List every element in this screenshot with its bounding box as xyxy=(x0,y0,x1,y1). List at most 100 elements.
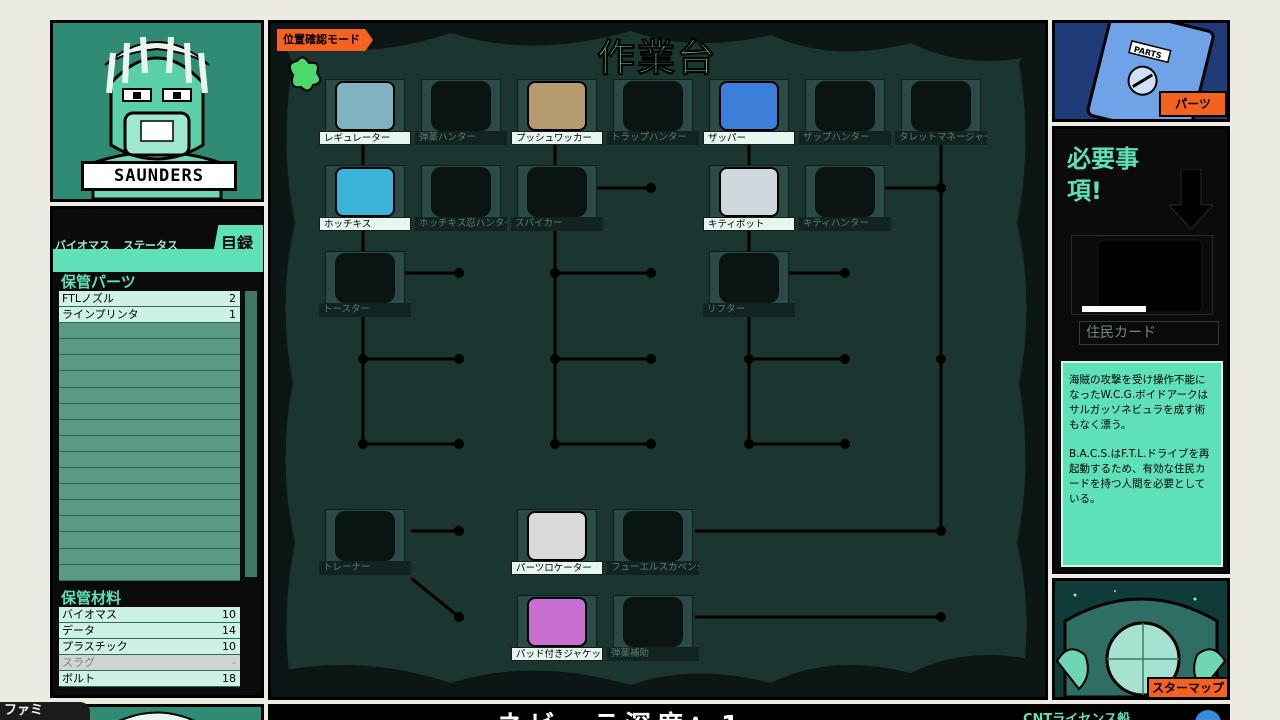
gadget-icon xyxy=(335,167,395,217)
down-arrow-icon xyxy=(1169,169,1213,229)
tech-node-label: トラップハンター xyxy=(607,131,699,145)
empty-part-slot xyxy=(59,419,240,436)
gadget-icon xyxy=(527,81,587,131)
tech-node[interactable]: トースター xyxy=(319,251,411,317)
tech-node[interactable]: パーツロケーター xyxy=(511,509,603,575)
tech-node-label: ザッパー xyxy=(703,131,795,145)
tech-node[interactable]: 弾薬ハンター xyxy=(415,79,507,145)
locked-gadget-silhouette-icon xyxy=(911,81,971,131)
parts-scrollbar[interactable] xyxy=(245,291,257,577)
locked-gadget-silhouette-icon xyxy=(623,597,683,647)
tech-node-label: タレットマネージャー xyxy=(895,131,987,145)
material-name: プラスチック xyxy=(62,640,128,654)
tech-node[interactable]: ザッパー xyxy=(703,79,795,145)
part-count: 1 xyxy=(229,308,236,322)
resident-card-icon xyxy=(1082,239,1203,313)
tech-node-label: フューエルスカベンジャ xyxy=(607,561,699,575)
tab-status[interactable]: ステータス xyxy=(123,239,178,252)
empty-part-slot xyxy=(59,532,240,549)
locked-gadget-silhouette-icon xyxy=(623,511,683,561)
material-count: - xyxy=(232,656,236,670)
tech-node[interactable]: ホッチキス xyxy=(319,165,411,231)
empty-part-slot xyxy=(59,387,240,404)
empty-part-slot xyxy=(59,500,240,517)
locked-gadget-silhouette-icon xyxy=(431,167,491,217)
tech-node[interactable]: トラップハンター xyxy=(607,79,699,145)
stored-parts-header: 保管パーツ xyxy=(61,273,136,291)
requirement-title: 必要事項! xyxy=(1067,145,1139,205)
starmap-panel[interactable]: スターマップ xyxy=(1052,578,1230,700)
empty-part-slot xyxy=(59,339,240,356)
tech-node-label: パッド付きジャケット xyxy=(511,647,603,661)
empty-part-slot xyxy=(59,548,240,565)
tech-node-label: キティハンター xyxy=(799,217,891,231)
material-count: 10 xyxy=(222,608,236,621)
tech-node[interactable]: パッド付きジャケット xyxy=(511,595,603,661)
tech-node-label: リフター xyxy=(703,303,795,317)
material-name: データ xyxy=(62,624,95,638)
tech-node[interactable]: キティボット xyxy=(703,165,795,231)
watermark-logo: ファミ通.com xyxy=(0,702,90,720)
part-name: ラインプリンタ xyxy=(62,308,139,322)
tech-node[interactable]: スパイカー xyxy=(511,165,603,231)
empty-part-slot xyxy=(59,516,240,533)
position-check-mode-button[interactable]: 位置確認モード xyxy=(277,29,373,51)
parts-panel[interactable]: PARTS パーツ xyxy=(1052,20,1230,122)
empty-part-slot xyxy=(59,564,240,581)
tech-node[interactable]: 弾薬補助 xyxy=(607,595,699,661)
gadget-icon xyxy=(719,167,779,217)
requirement-item-frame xyxy=(1071,235,1213,315)
tech-node[interactable]: トレーナー xyxy=(319,509,411,575)
locked-gadget-silhouette-icon xyxy=(431,81,491,131)
tab-biomass[interactable]: バイオマス xyxy=(55,239,110,252)
tech-node-label: スパイカー xyxy=(511,217,603,231)
empty-part-slot xyxy=(59,355,240,372)
locked-gadget-silhouette-icon xyxy=(815,167,875,217)
empty-part-slot xyxy=(59,484,240,501)
locked-gadget-silhouette-icon xyxy=(335,511,395,561)
empty-part-slot xyxy=(59,451,240,469)
tech-node[interactable]: プッシュワッカー xyxy=(511,79,603,145)
character-portrait: SAUNDERS xyxy=(50,20,264,202)
license-info-icon[interactable] xyxy=(1195,710,1221,720)
license-ship-label: CNTライセンス船 xyxy=(1023,712,1131,720)
starmap-button-label[interactable]: スターマップ xyxy=(1147,677,1227,697)
material-count: 10 xyxy=(222,640,236,654)
description-paragraph-1: 海賊の攻撃を受け操作不能になったW.C.G.ボイドアークはサルガッソネビュラを成… xyxy=(1069,374,1209,431)
tech-node[interactable]: レギュレーター xyxy=(319,79,411,145)
locked-gadget-silhouette-icon xyxy=(335,253,395,303)
empty-part-slot xyxy=(59,323,240,340)
workbench-panel: 位置確認モード 作業台 レギュレーター 弾薬ハンター プッシュワッカー トラップ… xyxy=(268,20,1048,700)
tech-node[interactable]: キティハンター xyxy=(799,165,891,231)
material-name: スラグ xyxy=(62,656,95,670)
nebula-depth-label: ネビュラ深度：1 xyxy=(497,707,745,720)
description-paragraph-2: B.A.C.S.はF.T.L.ドライブを再起動するため、有効な住民カードを持つ人… xyxy=(1069,448,1210,505)
tech-node[interactable]: ザップハンター xyxy=(799,79,891,145)
tech-node-label: トレーナー xyxy=(319,561,411,575)
requirement-description: 海賊の攻撃を受け操作不能になったW.C.G.ボイドアークはサルガッソネビュラを成… xyxy=(1061,361,1223,567)
stored-part-row[interactable]: ラインプリンタ 1 xyxy=(59,307,240,324)
tech-node[interactable]: ホッチキス忍ハンター xyxy=(415,165,507,231)
tech-node-label: キティボット xyxy=(703,217,795,231)
gadget-icon xyxy=(335,81,395,131)
depth-bar: ネビュラ深度：1 xyxy=(268,704,1048,720)
tech-node-label: ホッチキス忍ハンター xyxy=(415,217,507,231)
stored-material-row[interactable]: スラグ - xyxy=(59,655,240,672)
character-nameplate: SAUNDERS xyxy=(81,161,237,191)
stored-material-row[interactable]: プラスチック 10 xyxy=(59,639,240,656)
tech-node[interactable]: タレットマネージャー xyxy=(895,79,987,145)
empty-part-slot xyxy=(59,435,240,452)
requirement-panel: 必要事項! 住民カード 海賊の攻撃を受け操作不能になったW.C.G.ボイドアーク… xyxy=(1052,126,1230,574)
empty-part-slot xyxy=(59,371,240,388)
tech-node[interactable]: フューエルスカベンジャ xyxy=(607,509,699,575)
parts-button-label[interactable]: パーツ xyxy=(1159,91,1227,117)
tech-node[interactable]: リフター xyxy=(703,251,795,317)
locked-gadget-silhouette-icon xyxy=(527,167,587,217)
